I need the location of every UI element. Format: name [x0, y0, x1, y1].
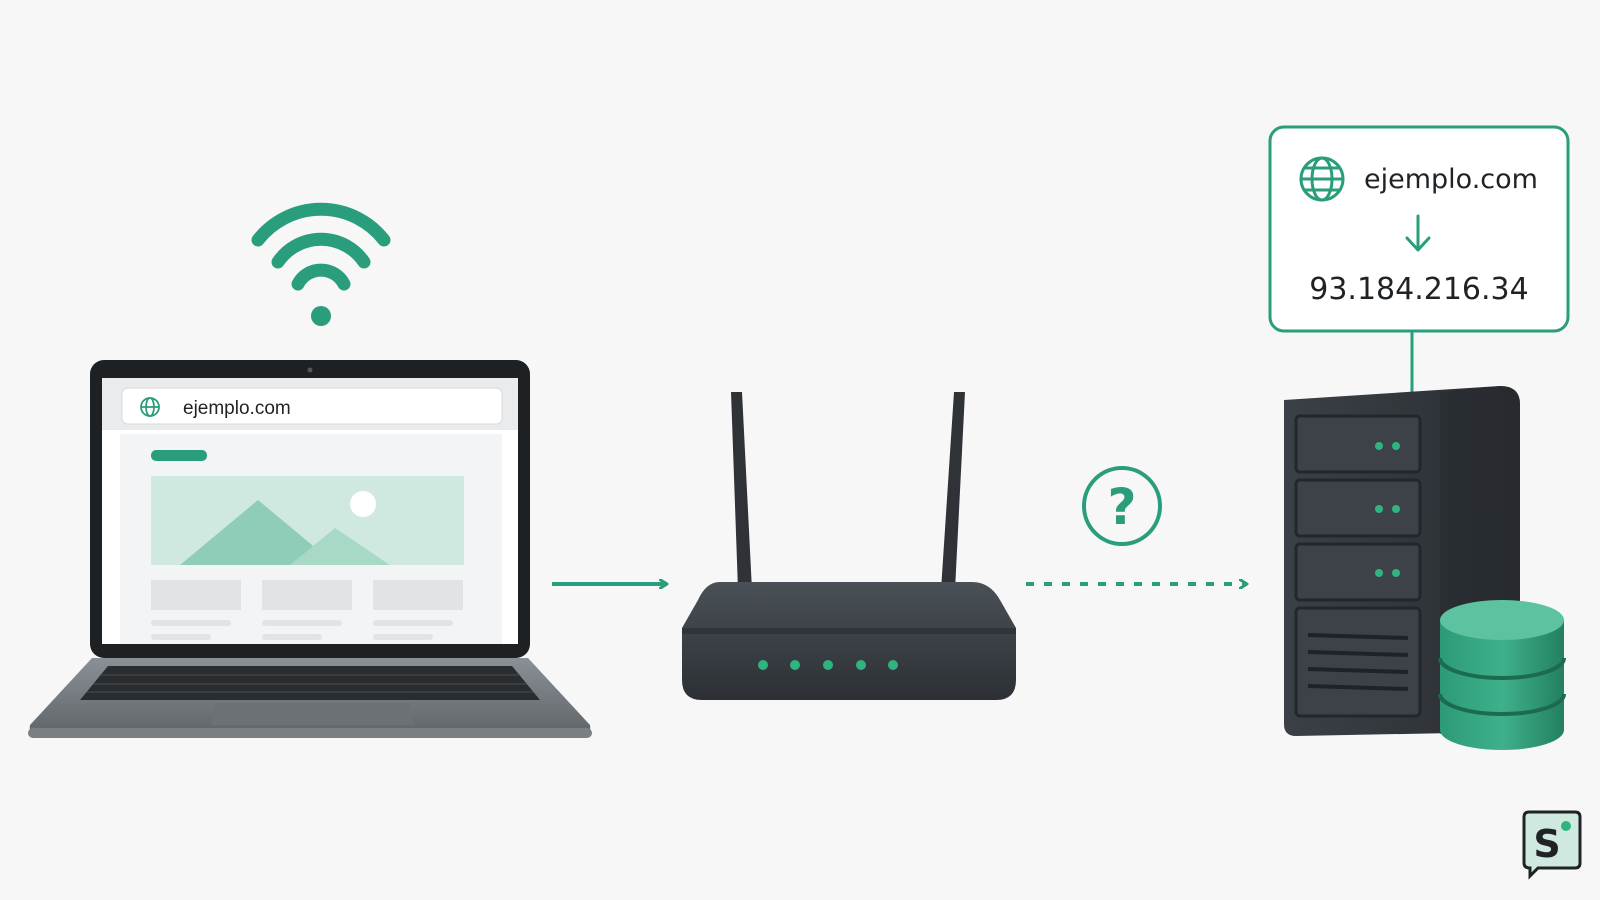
web-page	[120, 434, 502, 644]
server-vent	[1294, 606, 1422, 718]
hero-image	[151, 476, 464, 565]
dns-record-callout: ejemplo.com 93.184.216.34	[1268, 125, 1570, 392]
brand-logo: S	[1522, 810, 1582, 880]
globe-icon	[140, 397, 160, 417]
svg-text:?: ?	[1107, 478, 1136, 536]
dns-domain: ejemplo.com	[1364, 164, 1538, 195]
server-rack-unit	[1294, 478, 1422, 538]
laptop: ejemplo.com	[28, 360, 592, 738]
question-mark-icon: ?	[1082, 466, 1162, 546]
server-rack-unit	[1294, 542, 1422, 602]
router	[682, 392, 1016, 700]
logo-letter: S	[1533, 822, 1560, 866]
dns-ip-address: 93.184.216.34	[1309, 272, 1528, 307]
page-header-bar	[151, 450, 207, 461]
status-leds	[758, 660, 898, 670]
browser-url[interactable]: ejemplo.com	[183, 398, 291, 419]
database-icon	[1438, 600, 1566, 750]
globe-icon	[1299, 156, 1345, 202]
server-rack-unit	[1294, 414, 1422, 474]
browser-window: ejemplo.com	[102, 378, 518, 430]
content-cards	[151, 580, 463, 640]
arrow-down-icon	[1405, 214, 1431, 252]
wifi-icon	[251, 202, 391, 326]
